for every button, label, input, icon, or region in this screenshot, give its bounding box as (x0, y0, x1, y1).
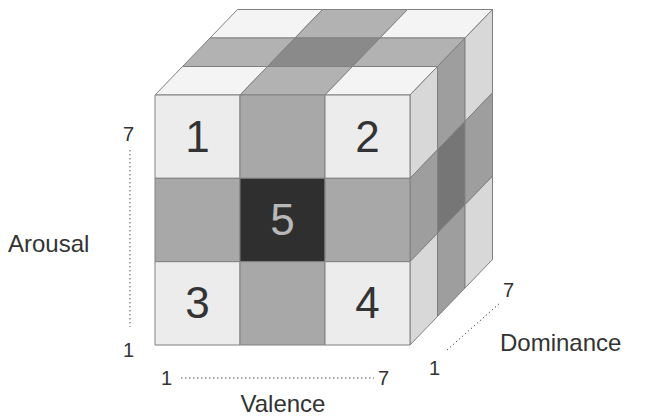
axis-tick: 1 (429, 358, 440, 378)
axis-tick: 7 (503, 280, 514, 300)
cube-cells (155, 10, 493, 346)
cell-number: 1 (185, 115, 209, 159)
dominance-axis (447, 303, 500, 350)
cube-cell: 4 (325, 262, 410, 345)
cube-face (240, 178, 325, 261)
cube-face (155, 262, 240, 345)
cube-cell: 1 (155, 95, 240, 178)
cube-face (325, 178, 410, 261)
valence-axis (181, 378, 374, 379)
cube-face (438, 205, 466, 317)
cube-face (155, 178, 240, 261)
cell-number: 4 (355, 281, 379, 325)
cube-face (240, 262, 325, 345)
cube-face (465, 176, 493, 288)
cube-face (410, 233, 438, 345)
axis-tick: 1 (161, 368, 172, 388)
cube-cell: 5 (240, 178, 325, 261)
cell-number: 2 (355, 115, 379, 159)
axis-title: Arousal (8, 232, 89, 256)
arousal-axis (130, 150, 131, 327)
axis-tick: 1 (123, 340, 134, 360)
cube-face (325, 262, 410, 345)
axis-tick: 7 (123, 124, 134, 144)
cube-cell: 3 (155, 262, 240, 345)
cube-face (325, 95, 410, 178)
cube-face (155, 95, 240, 178)
axis-tick: 7 (378, 368, 389, 388)
axis-title: Valence (241, 392, 326, 416)
cell-number: 3 (185, 281, 209, 325)
axis-title: Dominance (500, 331, 621, 355)
cube-face (240, 95, 325, 178)
cell-number: 5 (270, 198, 294, 242)
cube-cell: 2 (325, 95, 410, 178)
